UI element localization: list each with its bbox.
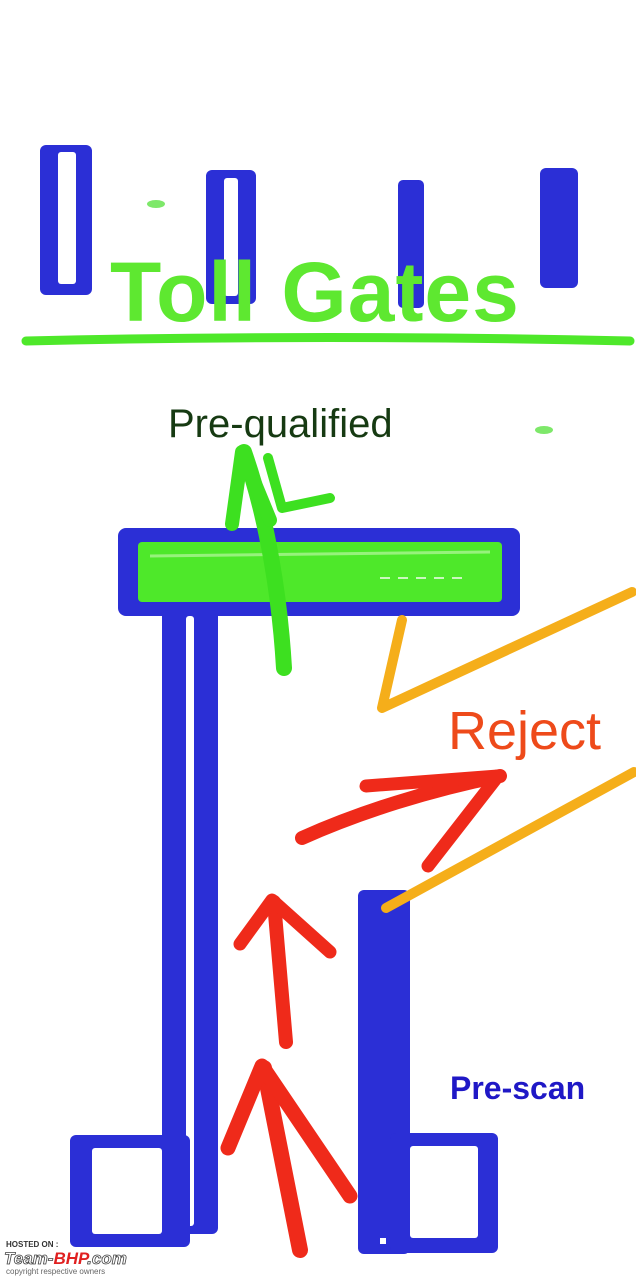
toll-pillar-2-slot xyxy=(224,178,238,296)
scanner-gate xyxy=(118,528,520,616)
toll-gate-pillars xyxy=(40,145,578,308)
reject-lane xyxy=(377,587,636,913)
watermark-brand: Team-BHP.com xyxy=(4,1249,127,1268)
toll-ground-line xyxy=(21,333,635,346)
toll-pillar-1-slot xyxy=(58,152,76,284)
booth-right-window xyxy=(410,1146,478,1238)
left-rail-gap xyxy=(186,616,194,1226)
green-speck xyxy=(535,426,553,434)
scanner-green-fill xyxy=(138,542,502,602)
left-lane-wall xyxy=(162,610,218,1234)
pre-scan-structure xyxy=(358,890,498,1254)
lane-arrow-upper xyxy=(267,895,293,1049)
prequalified-arrow xyxy=(225,444,335,676)
booth-left xyxy=(70,1135,190,1247)
lane-arrow-lower xyxy=(256,1060,308,1258)
prequalified-label: Pre-qualified xyxy=(168,402,393,446)
red-arrows xyxy=(220,769,507,1258)
watermark-brand-team: Team- xyxy=(4,1249,54,1268)
toll-gates-title: Toll Gates xyxy=(110,245,520,339)
reject-lane-upper xyxy=(377,587,636,713)
toll-pillar-3 xyxy=(398,180,424,308)
watermark-brand-bhp: BHP xyxy=(53,1249,90,1268)
green-speck xyxy=(147,200,165,208)
reject-label: Reject xyxy=(448,701,602,761)
reject-lane-lower xyxy=(381,767,636,913)
booth-right-speck xyxy=(380,1238,386,1244)
prescan-label: Pre-scan xyxy=(450,1070,586,1106)
team-bhp-watermark: HOSTED ON : Team-BHP.com copyright respe… xyxy=(4,1240,127,1276)
watermark-copyright: copyright respective owners xyxy=(6,1267,105,1276)
booth-left-window xyxy=(92,1148,162,1234)
watermark-hosted-on: HOSTED ON : xyxy=(6,1240,58,1249)
watermark-brand-com: .com xyxy=(87,1249,127,1268)
toll-pillar-4 xyxy=(540,168,578,288)
scanner-highlight xyxy=(149,550,491,558)
